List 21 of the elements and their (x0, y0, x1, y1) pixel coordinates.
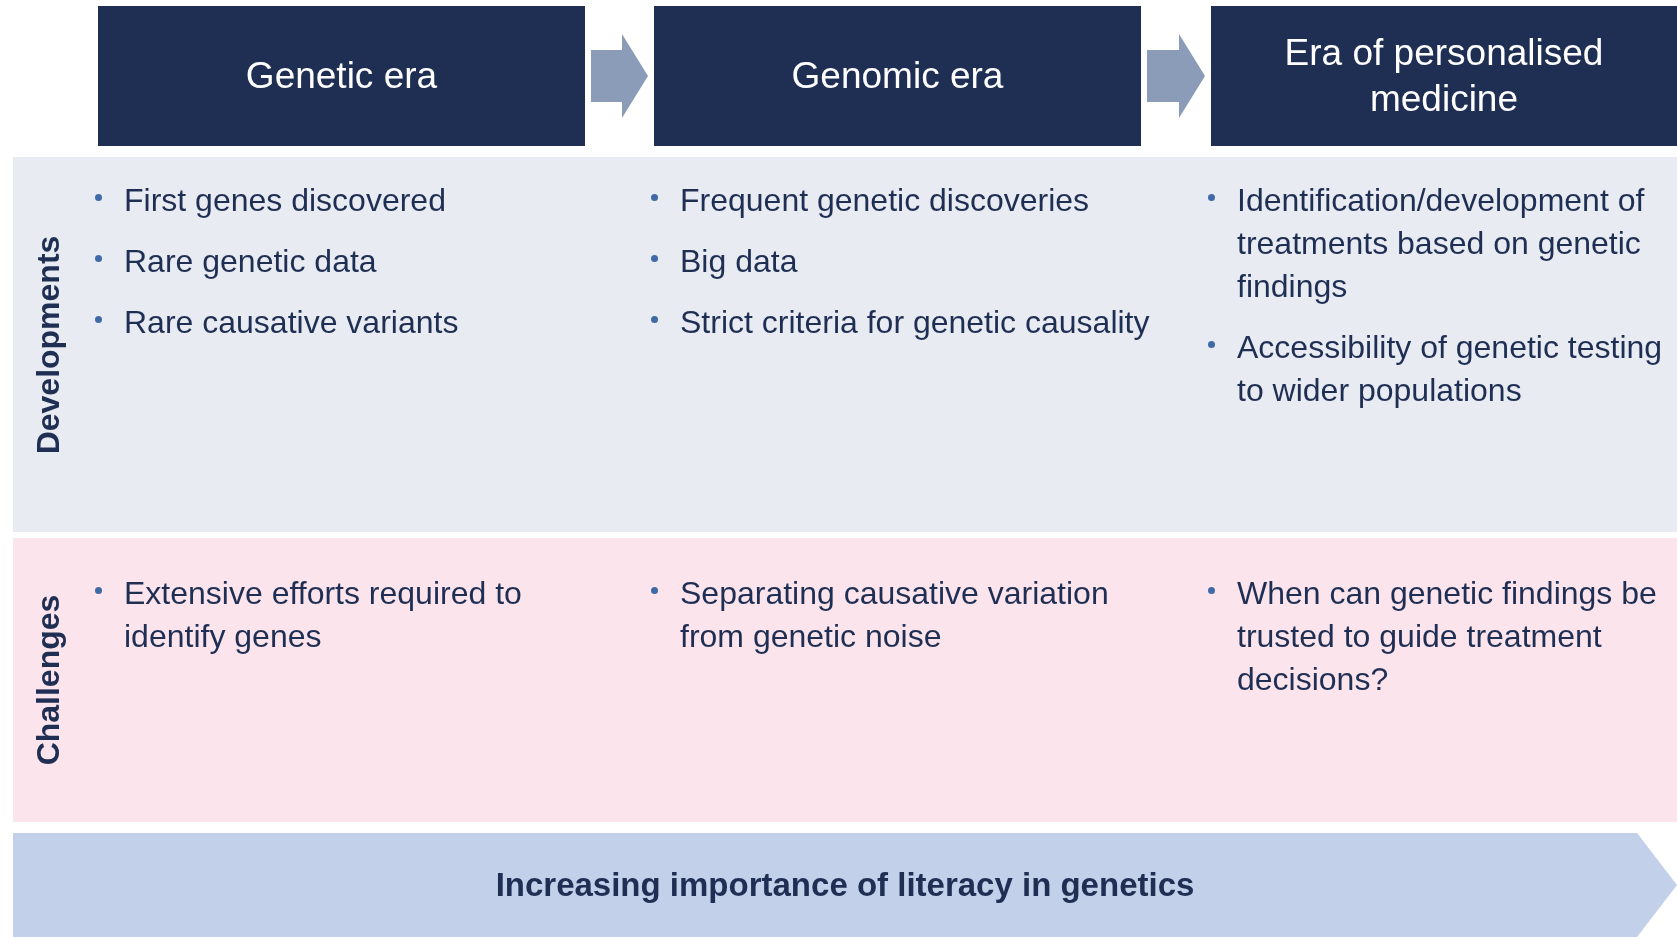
era-header-box: Era of personalised medicine (1211, 6, 1677, 146)
bullet-text: Rare genetic data (124, 242, 377, 281)
era-header-box: Genetic era (98, 6, 585, 146)
bullet-text: Identification/development of treatments based on genetic findings (1237, 181, 1646, 306)
bullet-text: Accessibility of genetic testing to wider populations (1237, 328, 1664, 410)
bullet-text: Frequent genetic discoveries (680, 181, 1090, 220)
row-label: Developments (29, 235, 67, 454)
block-arrow (1147, 34, 1205, 118)
bullet-text: First genes discovered (124, 181, 446, 220)
bullet-text: Strict criteria for genetic causality (680, 303, 1150, 342)
row-band (13, 538, 1677, 822)
bullet-text: Separating causative variation from genetic noise (680, 574, 1110, 656)
row-label: Challenges (29, 594, 67, 766)
era-header-box: Genomic era (654, 6, 1141, 146)
arrow-banner: Increasing importance of literacy in genetics (13, 833, 1677, 937)
row-band (13, 157, 1677, 532)
bullet-text: Rare causative variants (124, 303, 459, 342)
block-arrow (591, 34, 648, 118)
bullet-text: When can genetic findings be trusted to guide treatment decisions? (1237, 574, 1658, 699)
bullet-text: Big data (680, 242, 798, 281)
bullet-text: Extensive efforts required to identify genes (124, 574, 523, 656)
